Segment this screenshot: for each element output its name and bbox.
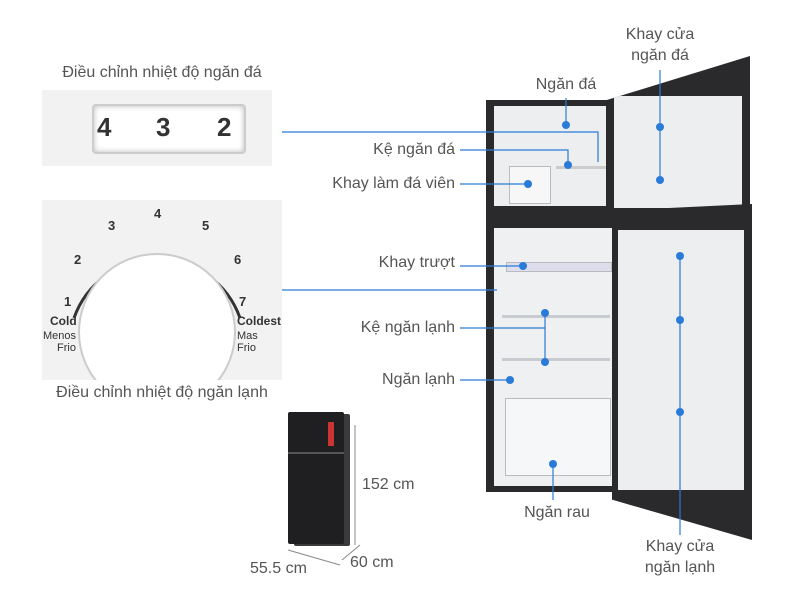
tick-2: 2 <box>74 252 82 267</box>
tick-7: 7 <box>239 294 247 309</box>
coldest-sub: Mas <box>237 330 258 342</box>
depth-dimension: 60 cm <box>350 554 394 571</box>
sliding-tray <box>506 262 612 272</box>
fridge-shelf <box>502 358 610 361</box>
fridge-shelf <box>502 315 610 318</box>
tick-6: 6 <box>234 252 242 267</box>
freezer-dial-number: 2 <box>217 112 232 142</box>
label-fridge: Ngăn lạnh <box>382 371 455 388</box>
label-fridge-door-tray: ngăn lạnh <box>644 559 716 576</box>
fridge-door <box>612 204 752 540</box>
tick-5: 5 <box>202 218 210 233</box>
vegetable-drawer <box>505 398 611 476</box>
freezer-dial-number: 4 <box>97 112 112 142</box>
tick-1: 1 <box>64 294 72 309</box>
label-freezer: Ngăn đá <box>535 76 597 93</box>
fridge-dial-caption: Điều chỉnh nhiệt độ ngăn lạnh <box>56 384 268 401</box>
fridge-dial-image: 1 2 3 4 5 6 7 Cold Menos Frio Coldest Ma… <box>42 200 282 380</box>
label-fridge-shelf: Kệ ngăn lạnh <box>360 319 455 336</box>
tick-3: 3 <box>108 218 116 233</box>
height-dimension: 152 cm <box>362 476 415 493</box>
label-freezer-door-tray: Khay cửa <box>625 26 695 43</box>
dial-arc-icon <box>72 253 242 380</box>
freezer-dial-number: 3 <box>156 112 171 142</box>
label-ice-tray: Khay làm đá viên <box>332 175 455 192</box>
cold-sub: Menos <box>42 330 76 342</box>
coldest-label: Coldest <box>237 314 282 328</box>
cold-sub: Frio <box>57 342 76 354</box>
fridge-thumbnail <box>288 412 344 544</box>
label-vegetable-drawer: Ngăn rau <box>524 504 590 521</box>
freezer-dial-caption: Điều chỉnh nhiệt độ ngăn đá <box>62 64 262 81</box>
coldest-sub: Frio <box>237 342 256 354</box>
width-dimension: 55.5 cm <box>250 560 307 577</box>
label-freezer-door-tray: ngăn đá <box>631 47 689 64</box>
freezer-shelf <box>556 166 610 169</box>
cold-label: Cold <box>50 314 77 328</box>
label-freezer-shelf: Kệ ngăn đá <box>373 141 455 158</box>
label-fridge-door-tray: Khay cửa <box>645 538 715 555</box>
label-sliding-tray: Khay trượt <box>378 254 455 271</box>
freezer-dial-image: 4 3 2 <box>42 90 272 166</box>
tick-4: 4 <box>154 206 162 221</box>
